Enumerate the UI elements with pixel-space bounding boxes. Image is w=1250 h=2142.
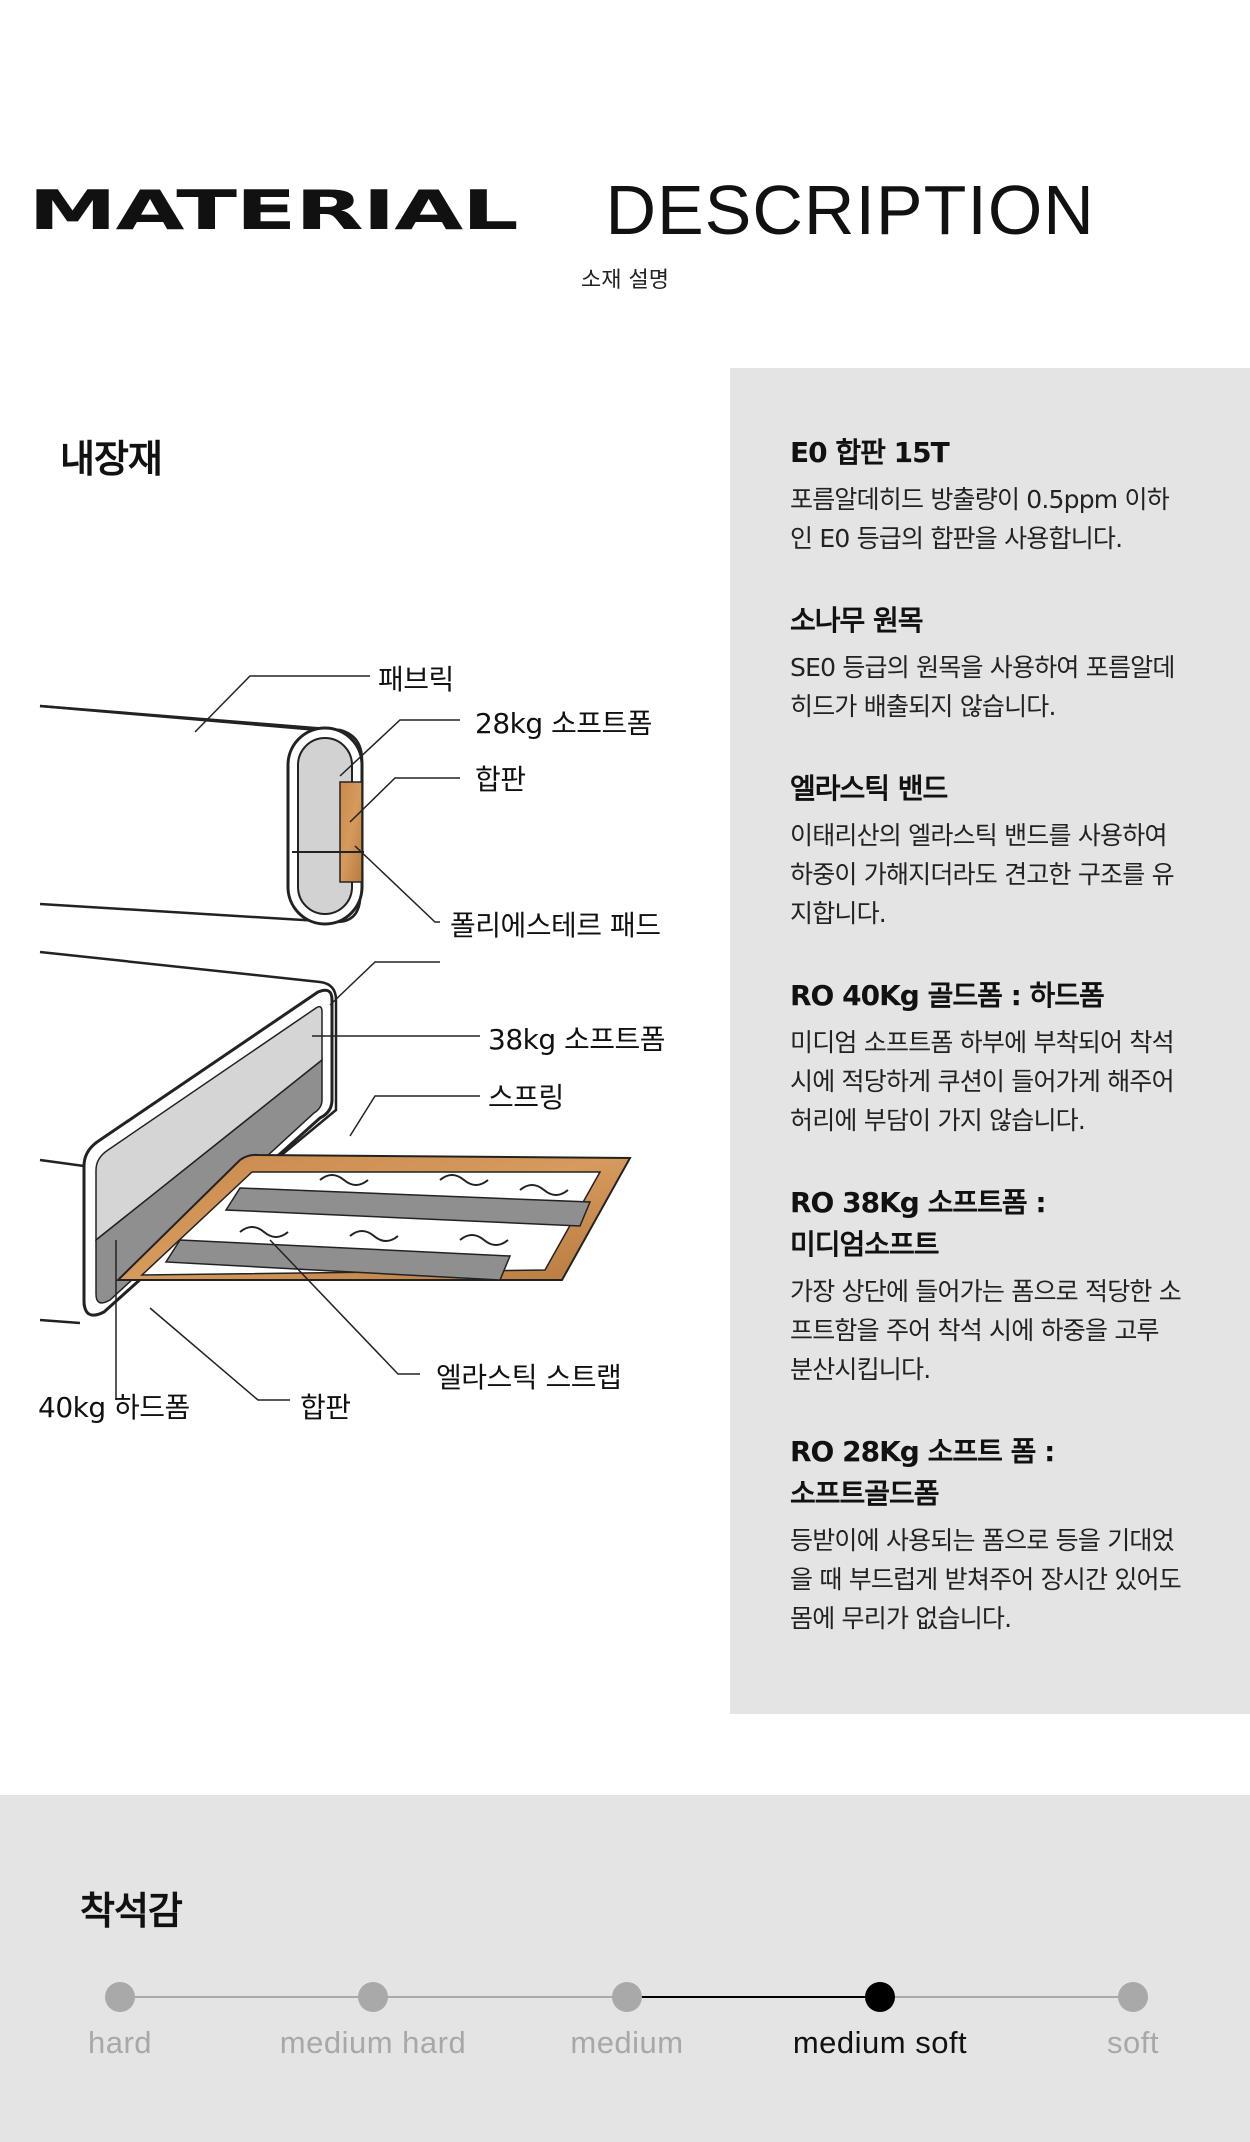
leader-lines <box>115 675 480 1401</box>
label-plywood-bottom: 합판 <box>300 1391 351 1424</box>
material-list: E0 합판 15T 포름알데히드 방출량이 0.5ppm 이하 인 E0 등급의 … <box>790 432 1210 1638</box>
comfort-level-label: medium <box>570 2025 684 2060</box>
label-soft38: 38kg 소프트폼 <box>488 1023 666 1056</box>
title-bold: MATERIAL <box>28 178 518 242</box>
comfort-level-label: hard <box>87 2025 153 2060</box>
seat-frame <box>39 950 338 1325</box>
title-thin: DESCRIPTION <box>605 171 1095 249</box>
material-title: RO 28Kg 소프트 폼 : 소프트골드폼 <box>790 1435 1055 1510</box>
comfort-dot <box>358 1982 388 2012</box>
comfort-dot <box>865 1982 895 2012</box>
label-elastic-strap: 엘라스틱 스트랩 <box>436 1361 622 1394</box>
label-spring: 스프링 <box>488 1081 564 1114</box>
label-poly-pad: 폴리에스테르 패드 <box>450 909 661 942</box>
label-plywood-top: 합판 <box>475 763 526 796</box>
comfort-track <box>120 1996 1133 1998</box>
material-desc: 등받이에 사용되는 폼으로 등을 기대었 을 때 부드럽게 받쳐주어 장시간 있… <box>790 1526 1182 1633</box>
interior-title: 내장재 <box>60 437 163 481</box>
comfort-level-label: medium hard <box>279 2025 467 2060</box>
material-desc: 미디엄 소프트폼 하부에 부착되어 착석 시에 적당하게 쿠션이 들어가게 해주… <box>790 1028 1175 1135</box>
material-title: E0 합판 15T <box>790 436 950 469</box>
comfort-title: 착석감 <box>80 1889 183 1933</box>
comfort-dot <box>612 1982 642 2012</box>
material-desc: 포름알데히드 방출량이 0.5ppm 이하 인 E0 등급의 합판을 사용합니다… <box>790 485 1170 553</box>
title-row: MATERIAL DESCRIPTION <box>0 170 1250 250</box>
material-item: E0 합판 15T 포름알데히드 방출량이 0.5ppm 이하 인 E0 등급의 … <box>790 432 1210 558</box>
comfort-dot <box>1118 1982 1148 2012</box>
material-panel: E0 합판 15T 포름알데히드 방출량이 0.5ppm 이하 인 E0 등급의 … <box>730 368 1250 1714</box>
spring-base <box>115 1153 632 1281</box>
comfort-level-label: soft <box>1107 2025 1159 2060</box>
comfort-dot <box>105 1982 135 2012</box>
material-item: 소나무 원목 SE0 등급의 원목을 사용하여 포름알데 히드가 배출되지 않습니… <box>790 600 1210 726</box>
material-title: 엘라스틱 밴드 <box>790 772 948 805</box>
comfort-level-label: medium soft <box>792 2025 968 2060</box>
backrest-cushion <box>39 704 364 926</box>
material-title: RO 38Kg 소프트폼 : 미디엄소프트 <box>790 1186 1047 1261</box>
label-soft28: 28kg 소프트폼 <box>475 707 653 740</box>
material-desc: 가장 상단에 들어가는 폼으로 적당한 소 프트함을 주어 착석 시에 하중을 … <box>790 1277 1182 1384</box>
page-subtitle: 소재 설명 <box>581 268 669 293</box>
label-fabric: 패브릭 <box>378 663 454 696</box>
label-hard40: 40kg 하드폼 <box>38 1391 190 1424</box>
comfort-scale: hard medium hard medium medium soft soft <box>0 1795 1250 2142</box>
comfort-section: 착석감 hard medium hard medium medium soft soft <box>0 1795 1250 2142</box>
diagram-illustration <box>39 675 632 1401</box>
material-desc: SE0 등급의 원목을 사용하여 포름알데 히드가 배출되지 않습니다. <box>790 653 1175 721</box>
page-header: MATERIAL DESCRIPTION 소재 설명 <box>0 170 1250 294</box>
material-title: 소나무 원목 <box>790 604 924 637</box>
material-desc: 이태리산의 엘라스틱 밴드를 사용하여 하중이 가해지더라도 견고한 구조를 유… <box>790 821 1175 928</box>
sofa-cutaway-diagram: 패브릭 28kg 소프트폼 합판 폴리에스테르 패드 38kg 소프트폼 스프링… <box>0 600 730 1460</box>
material-title: RO 40Kg 골드폼 : 하드폼 <box>790 979 1105 1012</box>
